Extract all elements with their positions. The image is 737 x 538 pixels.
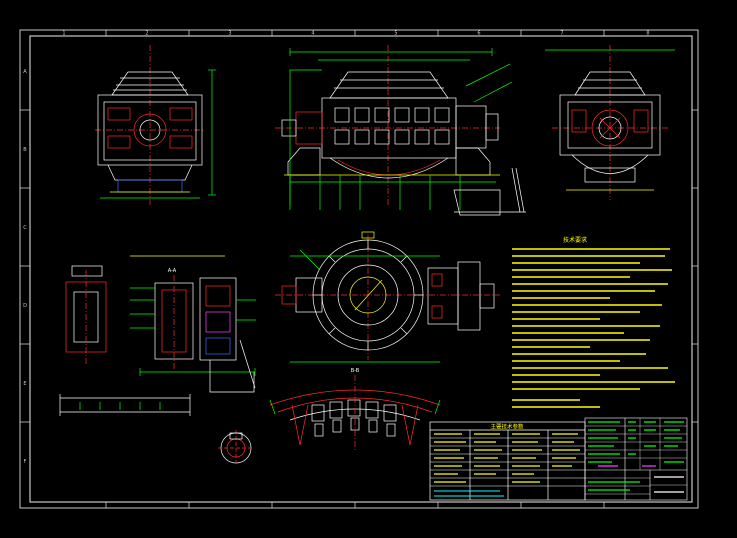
col-label-7: 7: [560, 31, 563, 37]
col-label-8: 8: [646, 31, 649, 37]
parameter-table-entries: [434, 433, 580, 483]
title-block: [584, 417, 688, 501]
left-side-view: [95, 45, 216, 205]
col-label-1: 1: [62, 31, 65, 37]
row-label-f: F: [24, 459, 27, 465]
arc-section-label: B-B: [351, 368, 360, 374]
parameter-table-heading: 主要技术参数: [490, 423, 524, 431]
parameter-table-notes: [434, 490, 504, 497]
sheet-frame: [19, 29, 699, 509]
title-block-entries: [588, 421, 684, 491]
row-label-a: A: [23, 69, 27, 75]
arc-section-view: [269, 375, 441, 450]
row-label-e: E: [23, 381, 26, 387]
col-label-6: 6: [477, 31, 480, 37]
detail-section-view: [59, 255, 256, 416]
right-side-view: [545, 45, 675, 200]
col-label-2: 2: [145, 31, 148, 37]
technical-notes-heading: 技术要求: [563, 236, 587, 244]
round-detail: [218, 430, 254, 466]
zone-labels: 1 2 3 4 5 6 7 8 A B C D E F: [23, 31, 650, 466]
plan-view: [275, 231, 500, 363]
front-view: [275, 45, 526, 216]
detail-section-label: A-A: [168, 268, 177, 274]
row-label-b: B: [23, 147, 27, 153]
drawing-name-area: [654, 476, 684, 493]
technical-notes-lines: [512, 248, 675, 408]
col-label-4: 4: [311, 31, 314, 37]
col-label-5: 5: [394, 31, 397, 37]
row-label-c: C: [23, 225, 27, 231]
row-label-d: D: [23, 303, 27, 309]
col-label-3: 3: [228, 31, 231, 37]
